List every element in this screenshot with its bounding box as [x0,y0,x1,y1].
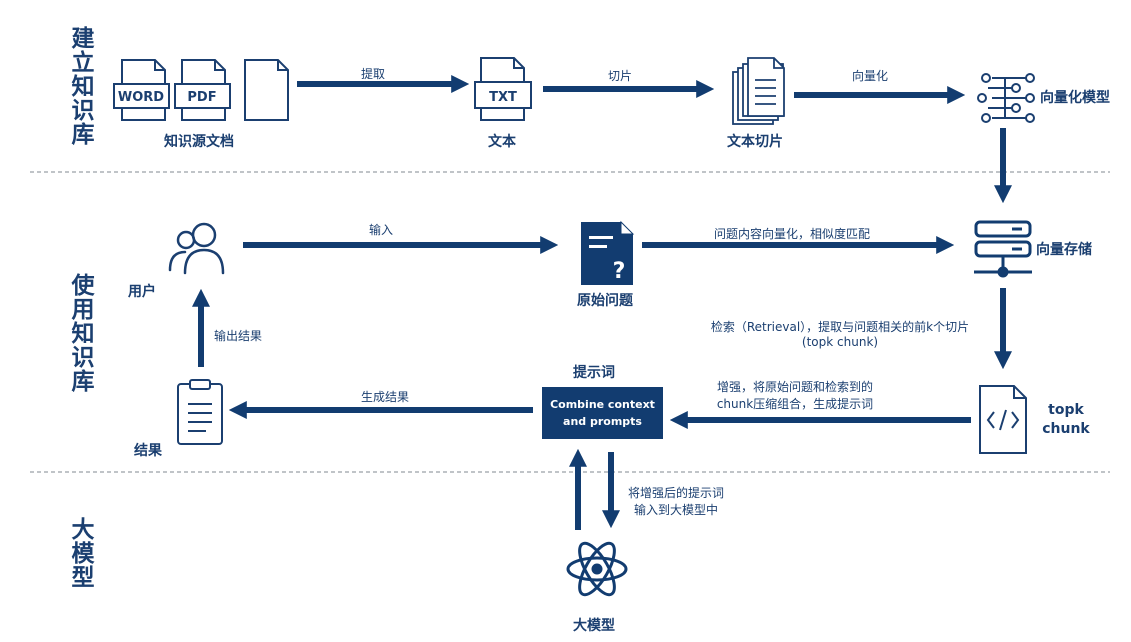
section-title-use: 使用知识库 [67,272,93,393]
question-doc-icon [581,220,635,285]
users-icon [168,222,225,275]
section-title-build: 建立知识库 [67,26,93,146]
edge-label-vectorize: 向量化 [852,69,889,83]
source-docs-label: 知识源文档 [164,134,234,150]
blank-doc-icon [244,59,289,121]
edge-label-retrieval-line1: 检索（Retrieval），提取与问题相关的前k个切片 [710,320,970,334]
edge-label-to-llm-line2: 输入到大模型中 [634,503,719,517]
vector-model-label: 向量化模型 [1040,90,1110,106]
prompt-title: 提示词 [573,365,615,381]
clipboard-icon [177,379,223,445]
topk-label-line1: topk [1048,402,1084,418]
section-title-llm: 大模型 [67,517,93,589]
edge-label-retrieval-line2: (topk chunk) [801,335,879,349]
edge-label-augment-line1: 增强，将原始问题和检索到的 [716,380,873,394]
question-mark-icon: ? [613,259,626,284]
result-label: 结果 [134,443,162,459]
combine-context-box: Combine context and prompts [542,387,663,439]
edge-label-generate: 生成结果 [361,390,410,404]
text-label: 文本 [488,134,516,150]
edge-label-input: 输入 [369,223,394,237]
edge-label-to-llm-line1: 将增强后的提示词 [628,486,725,500]
user-label: 用户 [128,284,156,300]
topk-label-line2: chunk [1042,421,1090,437]
server-icon [974,220,1032,278]
txt-doc-icon [474,57,532,121]
word-doc-icon [113,59,170,121]
text-chunks-label: 文本切片 [727,134,783,150]
edge-label-augment-line2: chunk压缩组合，生成提示词 [716,397,874,411]
word-label: WORD [118,90,164,105]
vector-store-label: 向量存储 [1036,242,1092,258]
edge-label-question-vectorize: 问题内容向量化，相似度匹配 [714,227,871,241]
pdf-label: PDF [187,90,216,105]
edge-label-extract: 提取 [361,67,386,81]
txt-label: TXT [489,90,517,105]
llm-label: 大模型 [573,618,615,634]
edge-label-split: 切片 [608,69,633,83]
combine-box-line1: Combine context [550,398,655,411]
question-label: 原始问题 [577,293,633,309]
stacked-pages-icon [732,57,785,125]
atom-icon [566,541,628,597]
combine-box-line2: and prompts [563,415,642,428]
pdf-doc-icon [174,59,231,121]
code-doc-icon [979,385,1027,454]
neural-network-icon [977,73,1035,123]
edge-label-output: 输出结果 [214,329,263,343]
